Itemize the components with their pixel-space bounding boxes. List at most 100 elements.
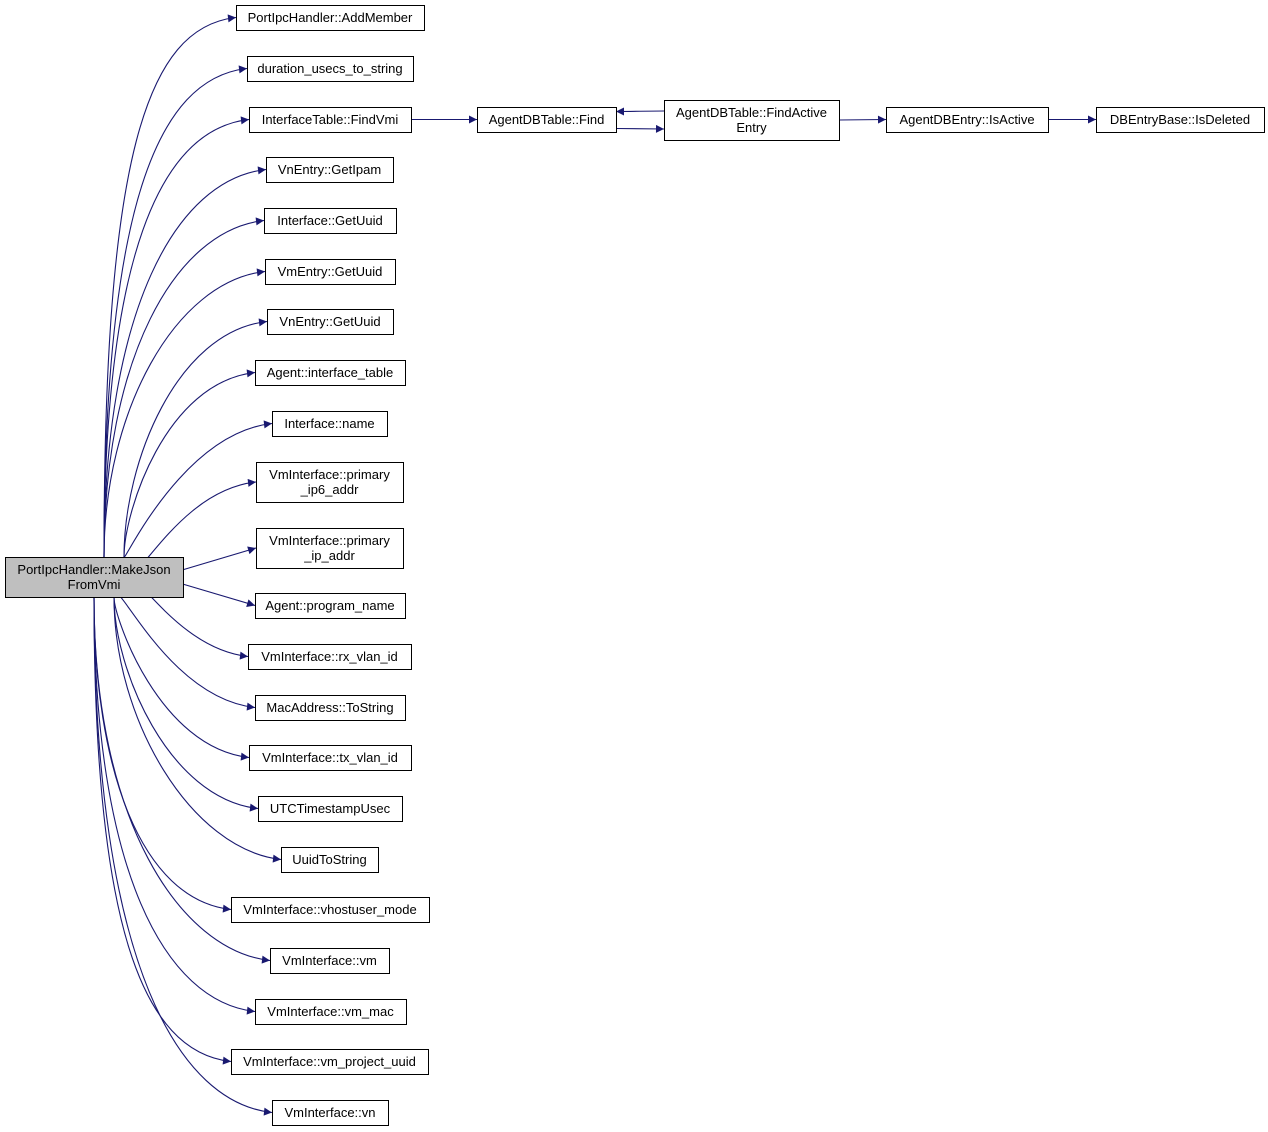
node-box [255, 695, 406, 721]
node-label: AgentDBEntry::IsActive [899, 112, 1034, 127]
node-box [281, 847, 379, 873]
node-label: Interface::GetUuid [277, 213, 383, 228]
node-box [272, 1100, 389, 1126]
edge-to-duration-usecs-to-string [103, 65, 248, 558]
node-label: VmInterface::vm_mac [267, 1004, 394, 1019]
node-label: _ip6_addr [300, 482, 359, 497]
node-box [264, 208, 397, 234]
node-label: PortIpcHandler::MakeJson [17, 562, 170, 577]
node-box [886, 107, 1049, 133]
node-label: VmInterface::tx_vlan_id [262, 750, 398, 765]
edge-to-primary-ip-addr [182, 546, 257, 571]
node-label: VmInterface::vhostuser_mode [243, 902, 416, 917]
node-box [247, 56, 414, 82]
node-interface-name[interactable]: Interface::name [272, 411, 388, 437]
node-box [272, 411, 388, 437]
edge-to-find-vmi [103, 116, 250, 558]
node-program-name[interactable]: Agent::program_name [255, 593, 406, 619]
node-tx-vlan-id[interactable]: VmInterface::tx_vlan_id [249, 745, 412, 771]
node-box [266, 157, 394, 183]
node-rx-vlan-id[interactable]: VmInterface::rx_vlan_id [248, 644, 412, 670]
node-label: Agent::program_name [265, 598, 394, 613]
edge-layer [93, 14, 1096, 1116]
node-label: VnEntry::GetUuid [279, 314, 380, 329]
node-vm-interface-vn[interactable]: VmInterface::vn [272, 1100, 389, 1126]
node-get-ipam[interactable]: VnEntry::GetIpam [266, 157, 394, 183]
node-label: Interface::name [284, 416, 374, 431]
node-layer: PortIpcHandler::MakeJsonFromVmiPortIpcHa… [5, 5, 1265, 1126]
edge-to-utc-timestamp-usec [113, 596, 259, 812]
node-label: Agent::interface_table [267, 365, 393, 380]
node-box [249, 107, 412, 133]
edge-to-vm-project-uuid [93, 596, 232, 1065]
node-label: VmEntry::GetUuid [278, 264, 383, 279]
node-is-active[interactable]: AgentDBEntry::IsActive [886, 107, 1049, 133]
node-box [255, 593, 406, 619]
node-label: VmInterface::primary [269, 533, 390, 548]
edge-to-vm-mac [93, 596, 256, 1015]
node-label: InterfaceTable::FindVmi [262, 112, 399, 127]
node-vm-project-uuid[interactable]: VmInterface::vm_project_uuid [231, 1049, 429, 1075]
node-label: MacAddress::ToString [266, 700, 393, 715]
node-vm-interface-vm[interactable]: VmInterface::vm [270, 948, 390, 974]
edge-to-vm-interface-vn [93, 596, 273, 1116]
node-box [255, 999, 407, 1025]
node-find-vmi[interactable]: InterfaceTable::FindVmi [249, 107, 412, 133]
node-interface-table[interactable]: Agent::interface_table [255, 360, 406, 386]
node-vm-entry-get-uuid[interactable]: VmEntry::GetUuid [265, 259, 396, 285]
node-label: UTCTimestampUsec [270, 801, 391, 816]
node-box [236, 5, 425, 31]
edge-to-tx-vlan-id [113, 596, 250, 761]
edge-to-vn-entry-get-uuid [123, 318, 268, 558]
node-label: duration_usecs_to_string [257, 61, 402, 76]
edge-to-vm-interface-vm [93, 596, 271, 964]
node-mac-to-string[interactable]: MacAddress::ToString [255, 695, 406, 721]
node-label: VmInterface::rx_vlan_id [261, 649, 398, 664]
node-label: DBEntryBase::IsDeleted [1110, 112, 1250, 127]
node-box [265, 259, 396, 285]
node-box [231, 1049, 429, 1075]
node-primary-ip6-addr[interactable]: VmInterface::primary_ip6_addr [256, 462, 404, 503]
edge-to-vhostuser-mode [93, 596, 232, 913]
node-vhostuser-mode[interactable]: VmInterface::vhostuser_mode [231, 897, 430, 923]
node-label: VmInterface::primary [269, 467, 390, 482]
node-label: _ip_addr [303, 548, 355, 563]
edge-to-vm-entry-get-uuid [103, 268, 266, 558]
node-box [664, 100, 840, 141]
node-vn-entry-get-uuid[interactable]: VnEntry::GetUuid [267, 309, 394, 335]
edge-to-interface-get-uuid [103, 217, 265, 558]
node-primary-ip-addr[interactable]: VmInterface::primary_ip_addr [256, 528, 404, 569]
node-box [267, 309, 394, 335]
node-box [270, 948, 390, 974]
node-label: UuidToString [292, 852, 366, 867]
node-box [5, 557, 184, 598]
node-uuid-to-string[interactable]: UuidToString [281, 847, 379, 873]
node-box [249, 745, 412, 771]
edge-find-active-entry-to-agent-db-table-find [615, 107, 665, 116]
node-label: FromVmi [68, 577, 121, 592]
node-box [477, 107, 617, 133]
node-is-deleted[interactable]: DBEntryBase::IsDeleted [1096, 107, 1265, 133]
edge-find-active-entry-to-is-active [838, 115, 887, 124]
node-interface-get-uuid[interactable]: Interface::GetUuid [264, 208, 397, 234]
edge-to-get-ipam [103, 166, 267, 558]
node-box [256, 528, 404, 569]
node-duration-usecs-to-string[interactable]: duration_usecs_to_string [247, 56, 414, 82]
node-label: VmInterface::vm_project_uuid [243, 1054, 416, 1069]
node-agent-db-table-find[interactable]: AgentDBTable::Find [477, 107, 617, 133]
node-label: Entry [736, 120, 767, 135]
node-label: PortIpcHandler::AddMember [248, 10, 413, 25]
node-utc-timestamp-usec[interactable]: UTCTimestampUsec [258, 796, 403, 822]
node-add-member[interactable]: PortIpcHandler::AddMember [236, 5, 425, 31]
node-box [258, 796, 403, 822]
node-label: AgentDBTable::Find [489, 112, 605, 127]
node-box [255, 360, 406, 386]
node-box [256, 462, 404, 503]
node-box [231, 897, 430, 923]
edge-to-add-member [103, 14, 237, 558]
edge-to-uuid-to-string [113, 596, 282, 863]
node-vm-mac[interactable]: VmInterface::vm_mac [255, 999, 407, 1025]
